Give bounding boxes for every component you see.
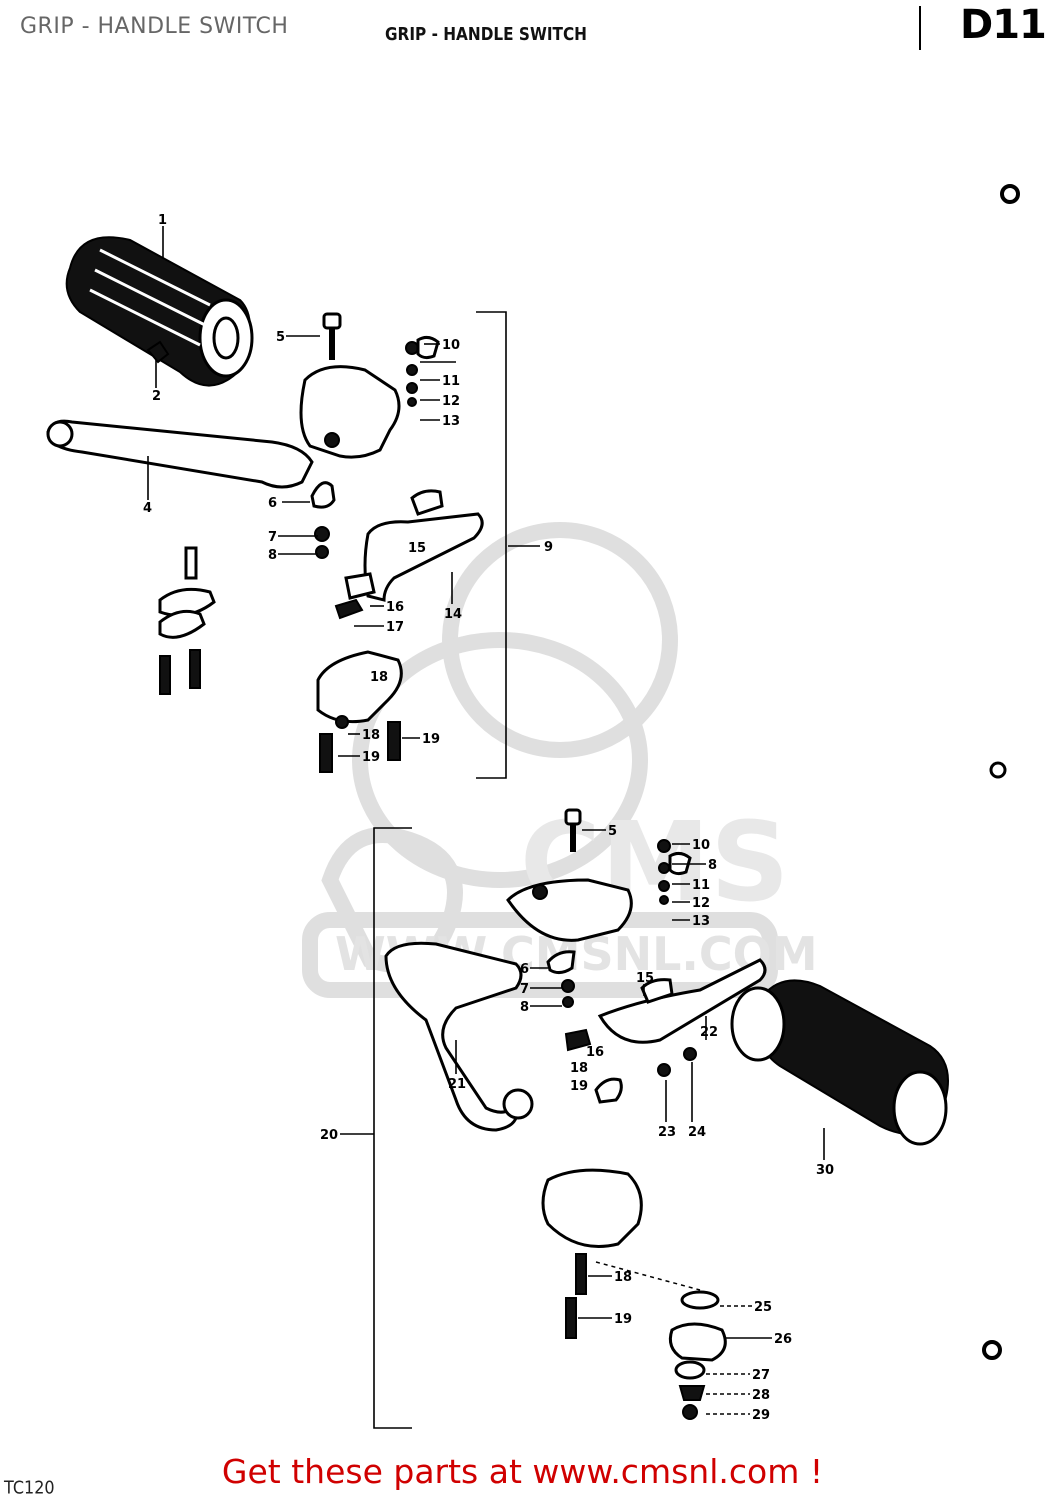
callout-15: 15: [636, 971, 654, 986]
callout-29: 29: [752, 1408, 770, 1423]
decomp-lever: [334, 489, 484, 620]
brake-lever: [384, 941, 534, 1132]
footer-promo-link[interactable]: Get these parts at www.cmsnl.com !: [221, 1452, 824, 1491]
callout-6: 6: [520, 962, 529, 977]
callout-19: 19: [422, 732, 440, 747]
callout-1: 1: [158, 213, 167, 228]
leader-lines: [147, 226, 825, 1415]
callout-16: 16: [386, 600, 404, 615]
callout-6: 6: [268, 496, 277, 511]
callout-11: 11: [692, 878, 710, 893]
callout-16: 16: [586, 1045, 604, 1060]
callout-23: 23: [658, 1125, 676, 1140]
model-code: TC120: [4, 1477, 55, 1498]
clutch-lever: [46, 419, 314, 489]
callout-2: 2: [152, 389, 161, 404]
callout-18: 18: [570, 1061, 588, 1076]
callout-26: 26: [774, 1332, 792, 1347]
callout-25: 25: [754, 1300, 772, 1315]
callout-13: 13: [692, 914, 710, 929]
callout-10: 10: [442, 338, 460, 353]
grip-left: [65, 236, 254, 387]
callout-8: 8: [268, 548, 277, 563]
callout-20: 20: [320, 1128, 338, 1143]
callout-22: 22: [700, 1025, 718, 1040]
callout-19: 19: [614, 1312, 632, 1327]
callout-18: 18: [362, 728, 380, 743]
bolt-5-upper: [322, 312, 342, 360]
cable-adjuster: [158, 546, 216, 695]
callout-4: 4: [143, 501, 152, 516]
switch-housing-upper: [316, 650, 403, 773]
margin-ring-3: [982, 1340, 1002, 1360]
small-hardware-upper: [310, 335, 440, 559]
callout-12: 12: [692, 896, 710, 911]
bracket-20: [373, 827, 412, 1429]
bracket-9: [476, 311, 507, 779]
callout-7: 7: [268, 530, 277, 545]
callout-19: 19: [570, 1079, 588, 1094]
callout-27: 27: [752, 1368, 770, 1383]
callout-18: 18: [614, 1270, 632, 1285]
section-code: D11: [960, 2, 1045, 48]
grip-end-cap: [146, 340, 170, 364]
front-brake-switch: [564, 958, 767, 1104]
callout-9: 9: [544, 540, 553, 555]
callout-11: 11: [442, 374, 460, 389]
switch-housing-lower: [541, 1168, 701, 1339]
small-hardware-lower: [546, 839, 692, 1008]
callout-19: 19: [362, 750, 380, 765]
callout-21: 21: [448, 1077, 466, 1092]
callout-5: 5: [608, 824, 617, 839]
callout-7: 7: [520, 982, 529, 997]
margin-ring-1: [1000, 184, 1020, 204]
callout-13: 13: [442, 414, 460, 429]
margin-ring-2: [989, 761, 1007, 779]
bolt-5-lower: [564, 808, 582, 852]
callout-28: 28: [752, 1388, 770, 1403]
callout-5: 5: [276, 330, 285, 345]
lever-holder-lower: [506, 878, 633, 942]
switch-knob-set: [668, 1290, 727, 1420]
diagram-print-title: GRIP - HANDLE SWITCH: [385, 24, 587, 45]
page-title: GRIP - HANDLE SWITCH: [20, 14, 289, 39]
callout-17: 17: [386, 620, 404, 635]
callout-18: 18: [370, 670, 388, 685]
lever-holder-upper: [299, 365, 401, 459]
callout-14: 14: [444, 607, 462, 622]
callout-10: 10: [692, 838, 710, 853]
callout-8: 8: [520, 1000, 529, 1015]
callout-12: 12: [442, 394, 460, 409]
callout-30: 30: [816, 1163, 834, 1178]
callout-8: 8: [708, 858, 717, 873]
callout-15: 15: [408, 541, 426, 556]
grip-right: [730, 979, 949, 1146]
callout-24: 24: [688, 1125, 706, 1140]
callout-labels: 1 2 4 5 6 7 8 9 10 11 12 13 14 15 16 17 …: [143, 213, 834, 1423]
